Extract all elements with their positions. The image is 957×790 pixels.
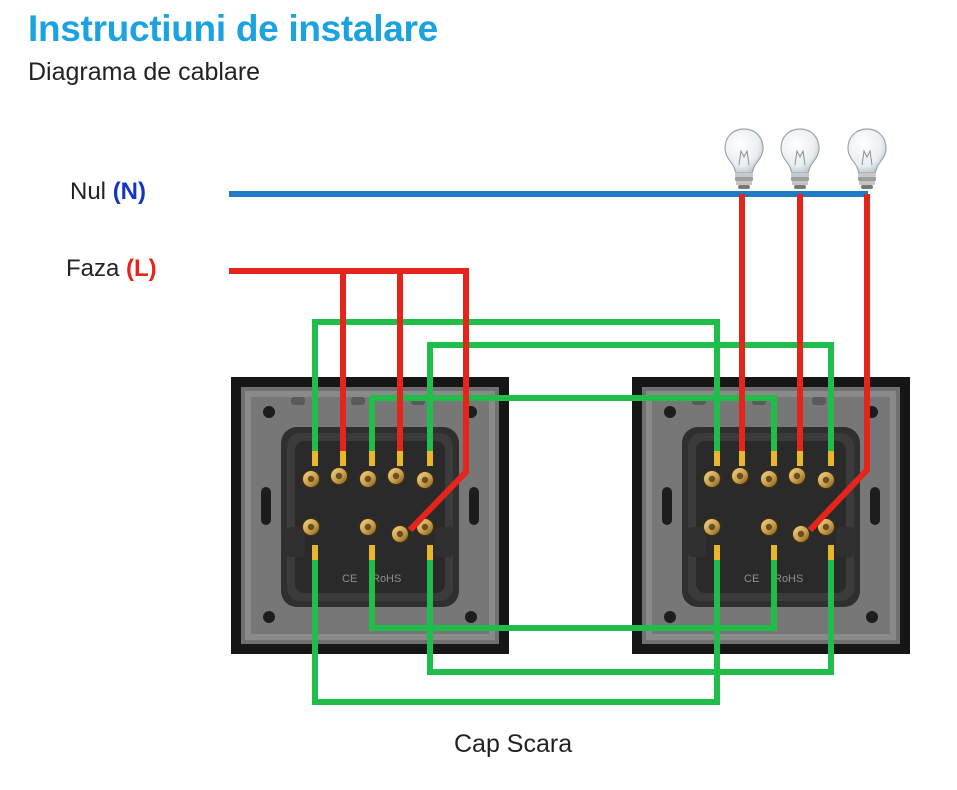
light-bulb-2: [780, 128, 820, 190]
traveler-wire-bottom-middle: [427, 560, 834, 675]
traveler-wire-bottom-inner: [369, 560, 777, 631]
phase-label-text: Faza: [66, 255, 120, 282]
page-subtitle: Diagrama de cablare: [28, 58, 261, 86]
neutral-code: (N): [112, 178, 147, 205]
lamp-wire-3: [807, 194, 870, 533]
light-bulb-3: [847, 128, 887, 190]
phase-code: (L): [126, 255, 157, 282]
neutral-label: Nul (N): [70, 178, 146, 206]
light-bulb-1: [724, 128, 764, 190]
switch-left-ce-marking: CE: [342, 573, 357, 585]
switch-right-ce-marking: CE: [744, 573, 759, 585]
traveler-wire-top-outer: [312, 319, 720, 455]
neutral-label-text: Nul: [70, 178, 107, 205]
traveler-wire-top-inner: [369, 395, 777, 455]
page-title: Instructiuni de instalare: [28, 8, 438, 49]
switch-left-rohs-marking: RoHS: [372, 573, 401, 585]
switch-right-rohs-marking: RoHS: [774, 573, 803, 585]
phase-wires: [229, 194, 870, 533]
phase-label: Faza (L): [66, 255, 157, 283]
terminal-wire-tips: [312, 451, 834, 560]
footer-caption: Cap Scara: [454, 730, 573, 758]
phase-drop-3: [407, 271, 469, 533]
traveler-wires: [312, 319, 834, 705]
